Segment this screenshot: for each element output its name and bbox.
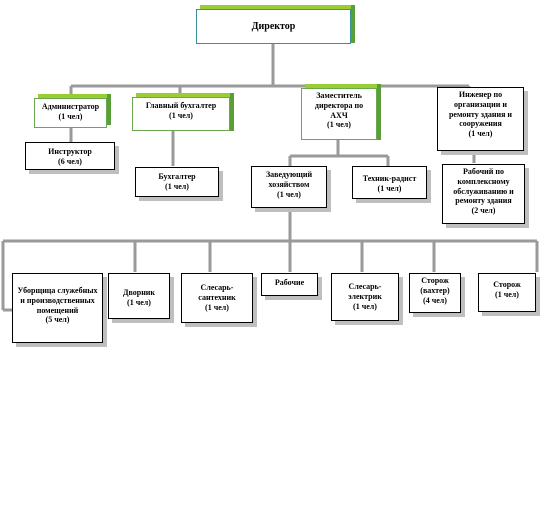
- watchman-guard-box: Сторож (вахтер) (4 чел): [409, 273, 461, 313]
- box-frame: [200, 5, 355, 9]
- watchman-box: Сторож (1 чел): [478, 273, 536, 312]
- radio-technician-label: Техник-радист (1 чел): [362, 174, 417, 193]
- box-frame: [107, 94, 111, 125]
- box-frame: [377, 84, 381, 140]
- electrician-label: Слесарь- электрик (1 чел): [348, 282, 382, 311]
- administrator-label: Администратор (1 чел): [41, 102, 100, 121]
- workers-label: Рабочие: [274, 278, 305, 287]
- director-box: Директор: [196, 9, 351, 44]
- director-label: Директор: [251, 21, 296, 32]
- engineer-label: Инженер по организации и ремонту здания …: [448, 90, 513, 138]
- head-of-household-box: Заведующий хозяйством (1 чел): [251, 166, 327, 208]
- janitor-label: Дворник (1 чел): [122, 288, 156, 307]
- plumber-box: Слесарь- сантехник (1 чел): [181, 273, 253, 323]
- workers-box: Рабочие: [261, 273, 318, 296]
- box-frame: [305, 84, 381, 88]
- accountant-label: Бухгалтер (1 чел): [158, 172, 196, 191]
- electrician-box: Слесарь- электрик (1 чел): [331, 273, 399, 321]
- box-frame: [351, 5, 355, 43]
- plumber-label: Слесарь- сантехник (1 чел): [198, 283, 236, 312]
- watchman-guard-label: Сторож (вахтер) (4 чел): [420, 276, 450, 305]
- janitor-box: Дворник (1 чел): [108, 273, 170, 319]
- chief-accountant-label: Главный бухгалтер (1 чел): [145, 101, 217, 120]
- chief-accountant-box: Главный бухгалтер (1 чел): [132, 97, 230, 131]
- box-frame: [136, 93, 234, 97]
- instructor-box: Инструктор (6 чел): [25, 142, 115, 170]
- cleaner-label: Уборщица служебных и производственных по…: [17, 286, 98, 325]
- box-frame: [38, 94, 111, 98]
- maintenance-worker-label: Рабочий по комплексному обслуживанию и р…: [453, 167, 514, 215]
- deputy-director-label: Заместитель директора по АХЧ (1 чел): [314, 91, 364, 130]
- administrator-box: Администратор (1 чел): [34, 98, 107, 128]
- head-of-household-label: Заведующий хозяйством (1 чел): [265, 170, 313, 199]
- radio-technician-box: Техник-радист (1 чел): [352, 166, 427, 199]
- box-frame: [230, 93, 234, 131]
- watchman-label: Сторож (1 чел): [493, 280, 521, 299]
- engineer-box: Инженер по организации и ремонту здания …: [437, 87, 524, 151]
- cleaner-box: Уборщица служебных и производственных по…: [12, 273, 103, 343]
- maintenance-worker-box: Рабочий по комплексному обслуживанию и р…: [442, 164, 525, 224]
- instructor-label: Инструктор (6 чел): [48, 147, 92, 166]
- accountant-box: Бухгалтер (1 чел): [135, 167, 219, 197]
- deputy-director-box: Заместитель директора по АХЧ (1 чел): [301, 88, 377, 140]
